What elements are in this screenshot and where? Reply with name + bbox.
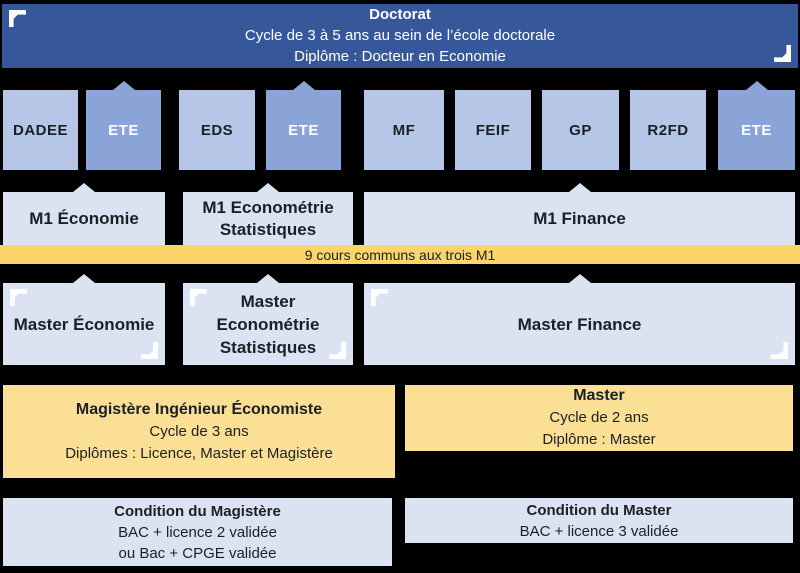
spec-label: ETE — [741, 121, 772, 139]
magistere-title: Magistère Ingénieur Économiste — [75, 400, 323, 418]
spec-label: EDS — [200, 121, 234, 139]
spec-box-gp: GP — [542, 90, 619, 170]
spec-label: ETE — [108, 121, 139, 139]
corner-fold-icon — [774, 45, 791, 62]
corner-fold-icon — [329, 342, 346, 359]
m1-label: M1 Économie — [29, 208, 139, 228]
spec-box-eds: EDS — [179, 90, 255, 170]
m1-label: M1 Econométrie Statistiques — [202, 197, 334, 239]
corner-fold-icon — [10, 289, 27, 306]
corner-fold-icon — [141, 342, 158, 359]
spec-box-ete-1: ETE — [86, 90, 161, 170]
spec-box-feif: FEIF — [455, 90, 531, 170]
spec-box-dadee: DADEE — [3, 90, 78, 170]
m1-economie-box: M1 Économie — [3, 192, 165, 245]
m1-econometrie-box: M1 Econométrie Statistiques — [183, 192, 353, 245]
spec-label: ETE — [288, 121, 319, 139]
common-courses-strip: 9 cours communs aux trois M1 — [0, 245, 800, 264]
master-label: Master Econométrie Statistiques — [216, 291, 320, 357]
magistere-details: Cycle de 3 ans Diplômes : Licence, Maste… — [65, 422, 333, 462]
spec-label: GP — [569, 121, 592, 139]
condition-master-title: Condition du Master — [526, 501, 672, 519]
master-economie-box: Master Économie — [3, 283, 165, 365]
master-label: Master Économie — [13, 314, 155, 334]
condition-master-box: Condition du Master BAC + licence 3 vali… — [405, 498, 793, 543]
master-program-title: Master — [573, 387, 625, 404]
spec-box-r2fd: R2FD — [630, 90, 706, 170]
spec-box-mf: MF — [364, 90, 444, 170]
spec-label: R2FD — [647, 121, 689, 139]
doctorat-title: Doctorat — [369, 6, 431, 23]
condition-magistere-details: BAC + licence 2 validée ou Bac + CPGE va… — [118, 523, 277, 562]
corner-fold-icon — [771, 342, 788, 359]
spec-box-ete-3: ETE — [718, 90, 795, 170]
master-program-box: Master Cycle de 2 ans Diplôme : Master — [405, 385, 793, 451]
corner-fold-icon — [9, 10, 26, 27]
master-label: Master Finance — [517, 314, 642, 334]
corner-fold-icon — [190, 289, 207, 306]
master-econometrie-box: Master Econométrie Statistiques — [183, 283, 353, 365]
doctorat-banner: Doctorat Cycle de 3 à 5 ans au sein de l… — [2, 4, 798, 68]
master-finance-box: Master Finance — [364, 283, 795, 365]
doctorat-subtitle: Cycle de 3 à 5 ans au sein de l’école do… — [244, 27, 556, 65]
magistere-program-box: Magistère Ingénieur Économiste Cycle de … — [3, 385, 395, 478]
spec-label: FEIF — [475, 121, 511, 139]
master-program-details: Cycle de 2 ans Diplôme : Master — [542, 409, 656, 448]
condition-magistere-box: Condition du Magistère BAC + licence 2 v… — [3, 498, 392, 566]
m1-label: M1 Finance — [533, 208, 626, 228]
condition-magistere-title: Condition du Magistère — [114, 502, 281, 520]
condition-master-details: BAC + licence 3 validée — [519, 522, 679, 540]
spec-label: MF — [392, 121, 416, 139]
spec-label: DADEE — [12, 121, 68, 139]
m1-finance-box: M1 Finance — [364, 192, 795, 245]
common-courses-label: 9 cours communs aux trois M1 — [304, 246, 496, 263]
corner-fold-icon — [371, 289, 388, 306]
spec-box-ete-2: ETE — [266, 90, 341, 170]
